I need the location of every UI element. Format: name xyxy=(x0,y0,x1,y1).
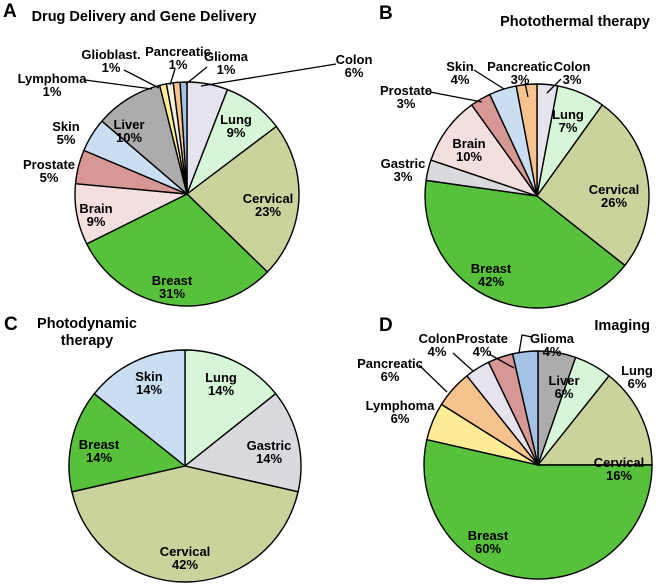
panel-letter-c: C xyxy=(4,314,18,335)
pie-slice-C-skin xyxy=(93,349,186,467)
pie-slice-C-lung xyxy=(184,349,277,467)
panel-title-photodynamic-therapy: Photodynamic therapy xyxy=(37,316,137,349)
leader-line-B-skin xyxy=(473,69,505,90)
pie-slice-C-cervical xyxy=(71,465,299,583)
panel-letter-a: A xyxy=(3,1,17,22)
leader-line-B-pancreatic xyxy=(524,82,529,98)
leader-line-A-glioblast xyxy=(123,69,160,89)
leader-line-D-glioma xyxy=(518,334,533,354)
pie-slice-C-gastric xyxy=(184,392,302,493)
pie-slice-B-pancreatic xyxy=(515,83,538,197)
pie-slice-B-cervical xyxy=(536,104,650,267)
pie-slice-C-breast xyxy=(68,392,186,493)
leader-line-B-prostate xyxy=(429,91,483,103)
pie-slice-D-cervical xyxy=(537,375,653,466)
pie-slice-A-glioma xyxy=(179,81,188,195)
pie-slice-D-glioma xyxy=(511,350,539,466)
panel-title-imaging: Imaging xyxy=(594,318,650,334)
leader-line-A-lymphoma xyxy=(84,79,153,90)
panel-letter-d: D xyxy=(379,315,393,336)
panel-letter-b: B xyxy=(379,3,393,24)
leader-line-A-glioma xyxy=(185,66,208,85)
leader-line-A-pancreatic xyxy=(169,68,176,86)
leader-line-D-prostate xyxy=(488,353,515,369)
leader-line-D-colon xyxy=(452,352,474,372)
slice-label-A-glioblast: Glioblast.1% xyxy=(81,47,140,75)
leader-line-D-pancreatic xyxy=(418,364,448,393)
pie-slice-A-cervical xyxy=(186,125,300,273)
panel-title-drug-gene-delivery: Drug Delivery and Gene Delivery xyxy=(31,9,257,25)
pie-slice-B-breast xyxy=(424,179,626,309)
pie-slice-D-breast xyxy=(423,438,653,580)
leader-line-B-colon xyxy=(546,78,562,94)
panel-title-photothermal-therapy: Photothermal therapy xyxy=(500,14,650,30)
leader-line-A-colon xyxy=(200,63,337,87)
